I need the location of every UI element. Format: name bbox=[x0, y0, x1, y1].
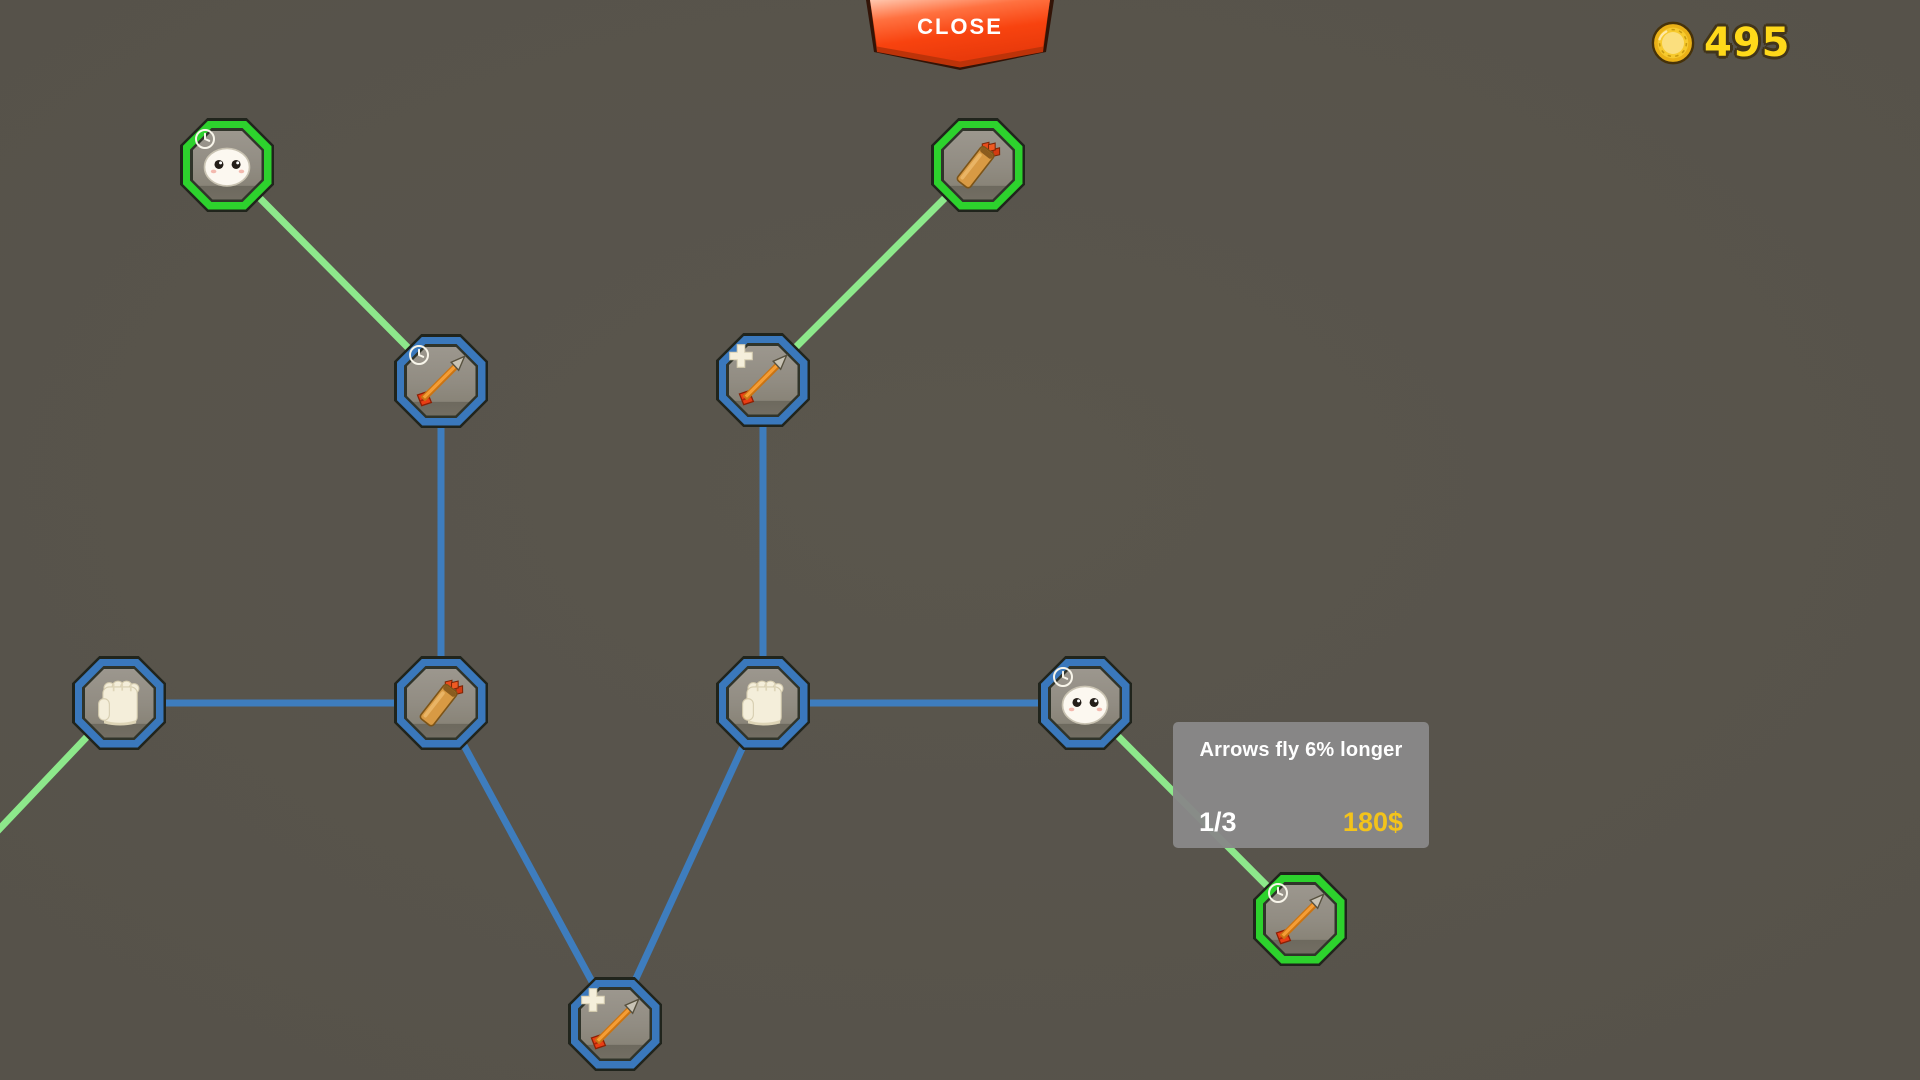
upgrade-tooltip: Arrows fly 6% longer 1/3 180$ bbox=[1173, 722, 1429, 848]
blob-face-icon bbox=[203, 147, 251, 187]
skill-node-fist[interactable] bbox=[716, 656, 810, 750]
clock-badge bbox=[1266, 881, 1290, 905]
plus-badge-icon bbox=[581, 988, 605, 1012]
quiver-icon bbox=[419, 679, 464, 727]
node-icon-wrap bbox=[193, 131, 261, 199]
clock-badge bbox=[407, 343, 431, 367]
close-button[interactable]: CLOSE bbox=[864, 0, 1056, 72]
fist-icon bbox=[742, 680, 784, 726]
plus-badge bbox=[579, 986, 607, 1014]
node-icon-wrap bbox=[85, 669, 153, 737]
skill-node-quiver[interactable] bbox=[931, 118, 1025, 212]
fist-icon bbox=[98, 680, 140, 726]
node-icon-wrap bbox=[581, 990, 649, 1058]
clock-badge-icon bbox=[1053, 667, 1073, 687]
clock-badge bbox=[1051, 665, 1075, 689]
quiver-icon bbox=[956, 141, 1001, 189]
skill-edge-green bbox=[760, 162, 981, 383]
node-icon-wrap bbox=[407, 669, 475, 737]
clock-badge bbox=[193, 127, 217, 151]
clock-badge-icon bbox=[409, 345, 429, 365]
skill-node-arrow-clock[interactable] bbox=[394, 334, 488, 428]
plus-badge bbox=[727, 342, 755, 370]
skill-node-arrow-clock[interactable] bbox=[1253, 872, 1347, 966]
close-label: CLOSE bbox=[917, 14, 1003, 39]
tooltip-rank: 1/3 bbox=[1199, 807, 1237, 837]
node-icon-wrap bbox=[1266, 885, 1334, 953]
node-icon-wrap bbox=[1051, 669, 1119, 737]
arrow-icon bbox=[590, 998, 640, 1050]
arrow-icon bbox=[416, 355, 466, 407]
clock-badge-icon bbox=[195, 129, 215, 149]
node-icon-wrap bbox=[944, 131, 1012, 199]
skill-edge-blue bbox=[437, 701, 619, 1026]
skill-node-blob-face-clock[interactable] bbox=[1038, 656, 1132, 750]
coin-amount: 495 bbox=[1704, 20, 1791, 66]
skill-node-arrow-plus[interactable] bbox=[716, 333, 810, 427]
coin-counter: 495 bbox=[1650, 20, 1791, 66]
tooltip-cost: 180$ bbox=[1342, 807, 1403, 837]
arrow-icon bbox=[738, 354, 788, 406]
tooltip-title: Arrows fly 6% longer bbox=[1199, 739, 1403, 761]
skill-edge-blue bbox=[611, 701, 767, 1026]
skill-node-fist[interactable] bbox=[72, 656, 166, 750]
node-icon-wrap bbox=[729, 669, 797, 737]
close-banner: CLOSE bbox=[866, 0, 1054, 70]
skill-node-quiver[interactable] bbox=[394, 656, 488, 750]
node-icon-wrap bbox=[407, 347, 475, 415]
coin-icon bbox=[1651, 21, 1695, 65]
arrow-icon bbox=[1275, 893, 1325, 945]
skill-node-arrow-plus[interactable] bbox=[568, 977, 662, 1071]
blob-face-icon bbox=[1061, 685, 1109, 725]
node-icon-wrap bbox=[729, 346, 797, 414]
skill-node-blob-face-clock[interactable] bbox=[180, 118, 274, 212]
clock-badge-icon bbox=[1268, 883, 1288, 903]
skill-edge-green bbox=[224, 162, 444, 384]
plus-badge-icon bbox=[729, 344, 753, 368]
